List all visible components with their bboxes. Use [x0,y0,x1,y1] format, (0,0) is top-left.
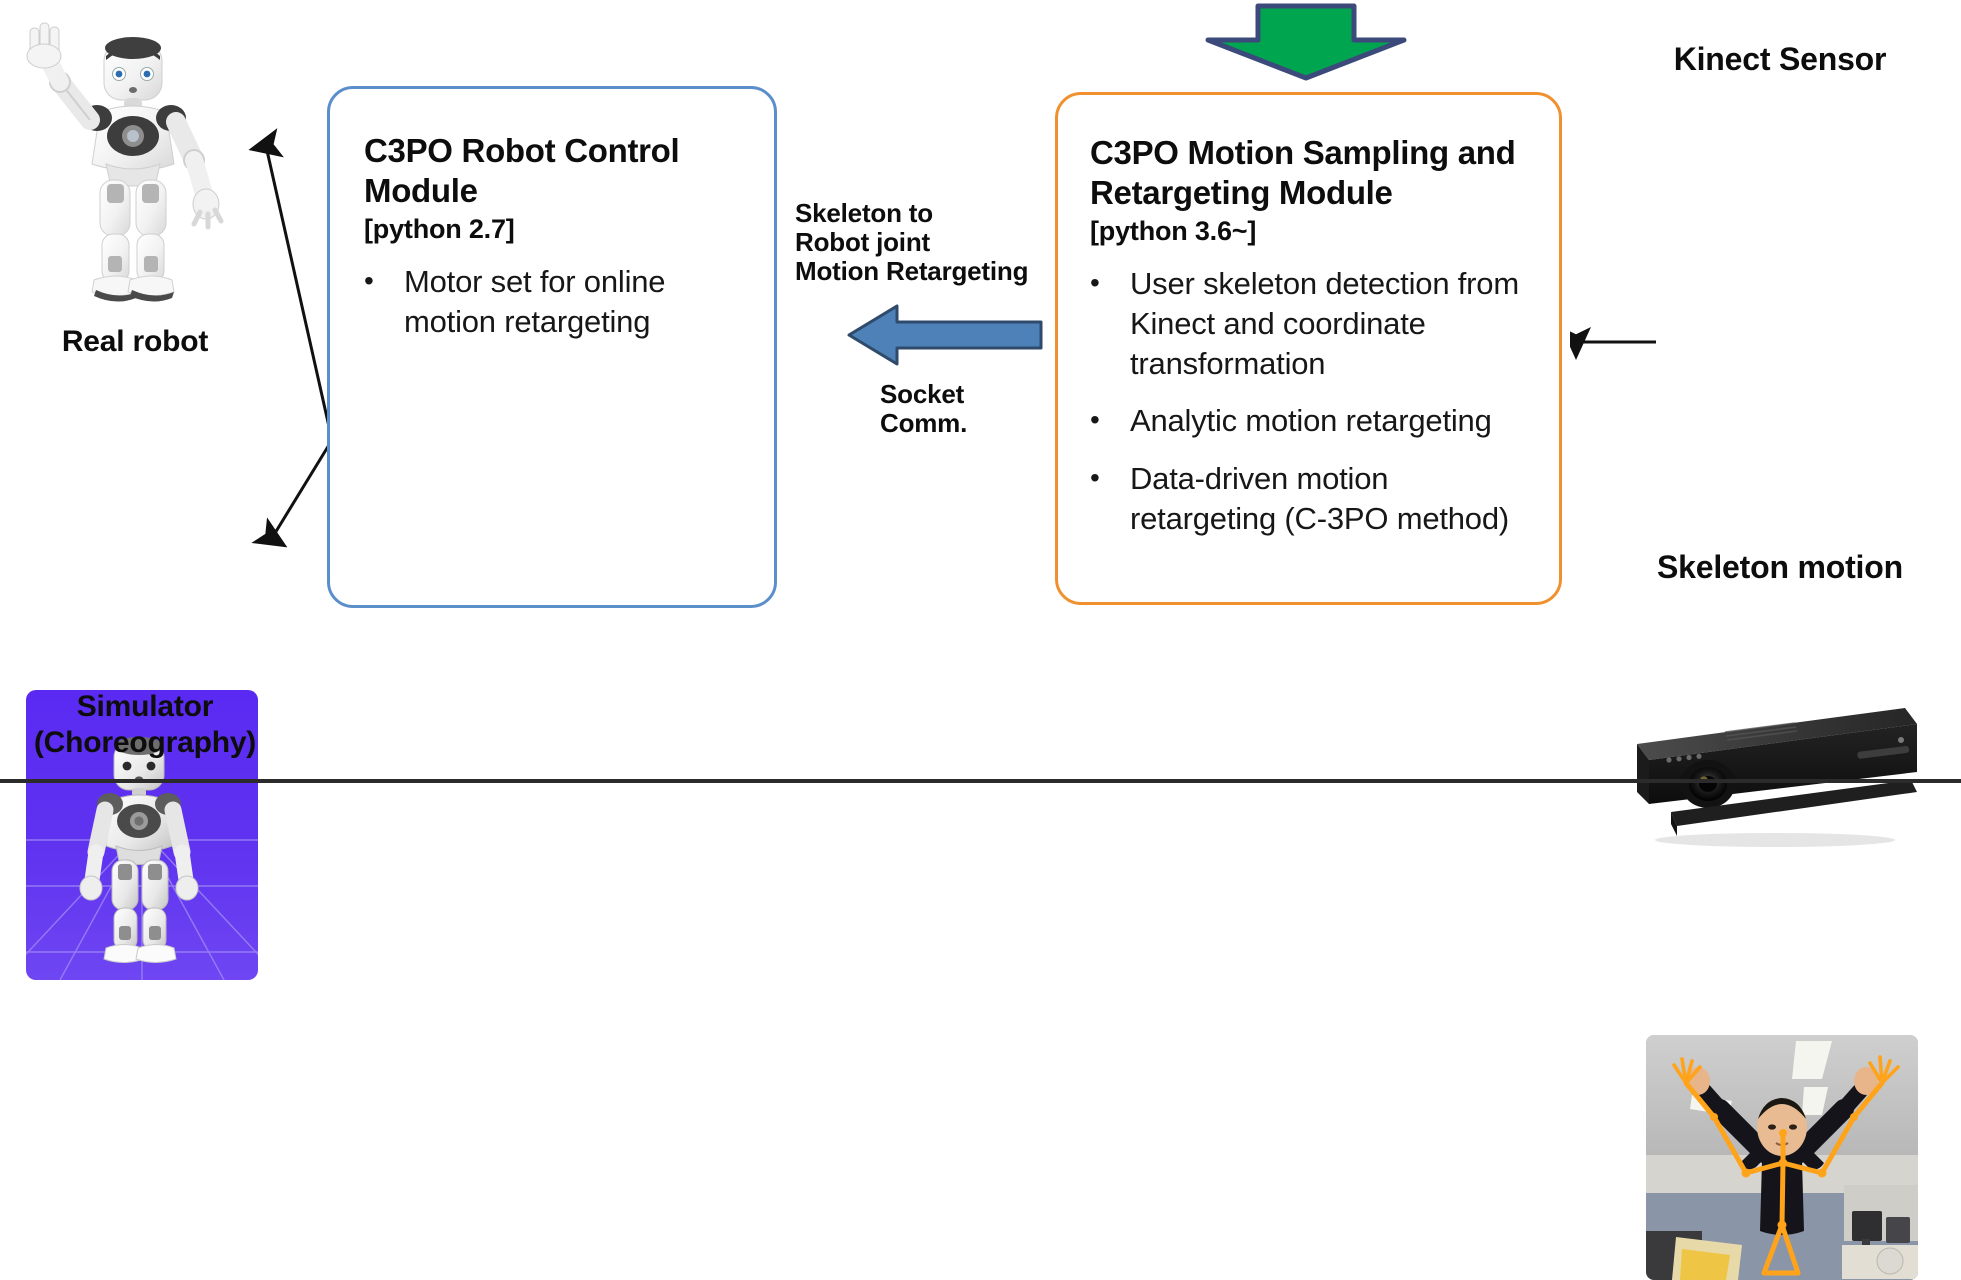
bullet-dot-icon: • [364,264,374,296]
bottom-divider [0,779,1961,783]
skeleton-overlay-illustration [1646,1035,1918,1280]
kinect-sensor-photo [1605,688,1925,848]
sampling-module-title: C3PO Motion Sampling and Retargeting Mod… [1090,134,1516,211]
control-module-runtime: [python 2.7] [364,214,515,245]
kinect-device-illustration [1637,708,1917,847]
simulator-caption-line2: (Choreography) [33,726,257,759]
sampling-module-bullets: • User skeleton detection from Kinect an… [1090,264,1529,540]
bullet-dot-icon: • [1090,266,1100,298]
sampling-module-bullet: • User skeleton detection from Kinect an… [1090,264,1529,385]
real-robot-caption: Real robot [61,325,209,358]
socket-label-line1: Socket [880,379,965,409]
robot-link-arrows [248,128,334,548]
sampling-module-bullet: • Data-driven motion retargeting (C-3PO … [1090,459,1529,540]
control-module-box[interactable]: C3PO Robot Control Module [python 2.7] •… [327,86,777,608]
sampling-module-bullet: • Analytic motion retargeting [1090,401,1529,441]
skeleton-motion-caption: Skeleton motion [1657,549,1903,585]
green-arrow-down-icon [1205,3,1407,81]
socket-label-line2: Comm. [880,408,968,438]
retarget-label-line2: Robot joint [795,227,930,257]
bullet-dot-icon: • [1090,461,1100,493]
skeleton-to-module-arrow-icon [1570,327,1656,360]
retarget-label-line1: Skeleton to [795,198,933,228]
diagram-canvas: Real robot [0,3,1961,1280]
control-module-bullet-text: Motor set for online motion retargeting [404,263,666,339]
bullet-dot-icon: • [1090,404,1100,436]
socket-arrow-left-icon [847,304,1043,366]
skeleton-motion-photo [1646,1035,1918,1280]
retarget-label-line3: Motion Retargeting [795,256,1029,286]
control-module-bullets: • Motor set for online motion retargetin… [364,262,740,343]
sampling-module-bullet-text: Analytic motion retargeting [1130,403,1492,439]
control-module-bullet: • Motor set for online motion retargetin… [364,262,740,343]
control-module-title: C3PO Robot Control Module [364,132,680,209]
sampling-module-box[interactable]: C3PO Motion Sampling and Retargeting Mod… [1055,92,1562,605]
nao-robot-illustration [26,22,224,302]
sampling-module-bullet-text: Data-driven motion retargeting (C-3PO me… [1130,460,1510,537]
real-robot-photo [8,8,256,308]
sampling-module-bullet-text: User skeleton detection from Kinect and … [1130,265,1519,382]
simulator-caption-line1: Simulator [76,690,214,723]
kinect-caption: Kinect Sensor [1673,41,1887,77]
sampling-module-runtime: [python 3.6~] [1090,216,1257,247]
